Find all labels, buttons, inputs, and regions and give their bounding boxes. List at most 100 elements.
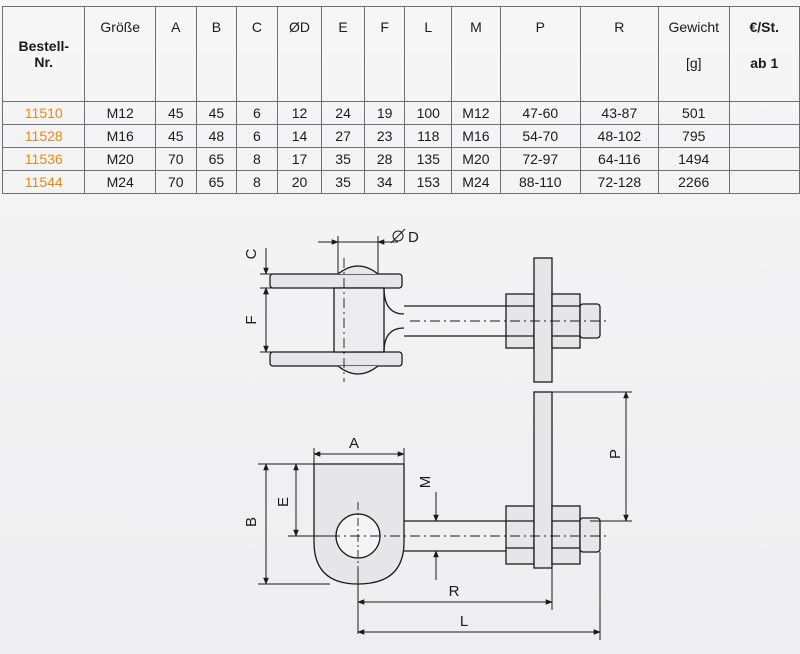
cell-r: 43-87	[579, 101, 659, 125]
cell-m: M16	[451, 124, 501, 148]
cell-d: 17	[276, 147, 323, 171]
spec-table: Bestell- Nr. Größe A B C ØD E F L M P R …	[1, 6, 800, 194]
cell-c: 6	[236, 124, 278, 148]
cell-d: 12	[276, 101, 323, 125]
label-l: L	[460, 613, 468, 630]
table-header-row: Bestell- Nr. Größe A B C ØD E F L M P R …	[1, 6, 800, 102]
header-order-number: Bestell- Nr.	[1, 6, 86, 102]
cell-l: 118	[404, 124, 453, 148]
cell-d: 20	[276, 170, 323, 194]
cell-l: 153	[404, 170, 453, 194]
neck-lower	[383, 327, 405, 353]
cell-f: 19	[363, 101, 406, 125]
header-f: F	[363, 6, 406, 102]
cell-weight: 501	[657, 101, 730, 125]
cell-order-number: 11528	[1, 124, 86, 148]
dimension-p	[552, 391, 632, 522]
label-c: C	[243, 248, 260, 259]
header-order-number-line1: Bestell-	[18, 38, 70, 54]
cell-size: M24	[84, 170, 156, 194]
cell-r: 64-116	[579, 147, 659, 171]
cell-b: 65	[195, 147, 238, 171]
cell-order-number: 11510	[1, 101, 86, 125]
cell-l: 135	[404, 147, 453, 171]
cell-a: 70	[154, 147, 197, 171]
dimension-a	[313, 448, 405, 464]
cell-b: 48	[195, 124, 238, 148]
cell-price	[728, 147, 800, 171]
label-d: D	[408, 229, 419, 246]
header-price-sub: ab 1	[750, 55, 779, 71]
label-e: E	[275, 497, 292, 507]
dimension-r	[357, 568, 553, 634]
cell-size: M16	[84, 124, 156, 148]
label-m: M	[417, 476, 434, 489]
cell-size: M12	[84, 101, 156, 125]
washer-plate	[533, 257, 553, 383]
cell-d: 14	[276, 124, 323, 148]
header-d: ØD	[276, 6, 323, 102]
dimension-d	[318, 228, 406, 274]
cell-m: M20	[451, 147, 501, 171]
cell-c: 6	[236, 101, 278, 125]
label-b: B	[243, 517, 260, 527]
header-r: R	[579, 6, 659, 102]
cell-weight: 795	[657, 124, 730, 148]
cell-p: 88-110	[499, 170, 581, 194]
technical-drawing: C F D	[243, 228, 632, 640]
header-l: L	[404, 6, 453, 102]
label-a: A	[349, 435, 359, 452]
side-view	[313, 391, 608, 585]
cell-b: 65	[195, 170, 238, 194]
header-p: P	[499, 6, 581, 102]
label-p: P	[607, 449, 624, 459]
side-thread-tip	[579, 517, 601, 553]
header-weight-unit: [g]	[685, 55, 702, 71]
cell-m: M24	[451, 170, 501, 194]
cell-l: 100	[404, 101, 453, 125]
cell-p: 54-70	[499, 124, 581, 148]
cell-f: 34	[363, 170, 406, 194]
cell-e: 35	[321, 147, 365, 171]
cell-a: 70	[154, 170, 197, 194]
header-price-label: €/St.	[749, 19, 780, 35]
header-order-number-line2: Nr.	[34, 54, 54, 70]
cell-f: 23	[363, 124, 406, 148]
neck-upper	[383, 287, 405, 315]
header-e: E	[321, 6, 365, 102]
header-weight: Gewicht [g]	[657, 6, 730, 102]
side-nut-right	[551, 505, 581, 565]
header-size: Größe	[84, 6, 156, 102]
cell-c: 8	[236, 147, 278, 171]
header-c: C	[236, 6, 278, 102]
side-washer-plate	[533, 391, 553, 569]
label-r: R	[449, 583, 460, 600]
dimension-f	[260, 287, 290, 353]
cell-b: 45	[195, 101, 238, 125]
cell-p: 72-97	[499, 147, 581, 171]
cell-e: 24	[321, 101, 365, 125]
cell-e: 35	[321, 170, 365, 194]
cell-price	[728, 101, 800, 125]
top-view	[269, 257, 608, 383]
label-f: F	[243, 315, 260, 324]
cell-price	[728, 170, 800, 194]
cell-c: 8	[236, 170, 278, 194]
side-nut-left	[505, 505, 535, 565]
header-price: €/St. ab 1	[728, 6, 800, 102]
cell-a: 45	[154, 124, 197, 148]
cell-weight: 1494	[657, 147, 730, 171]
header-b: B	[195, 6, 238, 102]
pin-cap-bottom	[337, 365, 379, 375]
cell-a: 45	[154, 101, 197, 125]
dimension-l	[357, 552, 601, 640]
dimension-b	[258, 463, 330, 585]
cell-m: M12	[451, 101, 501, 125]
dimension-e	[288, 463, 336, 537]
header-m: M	[451, 6, 501, 102]
